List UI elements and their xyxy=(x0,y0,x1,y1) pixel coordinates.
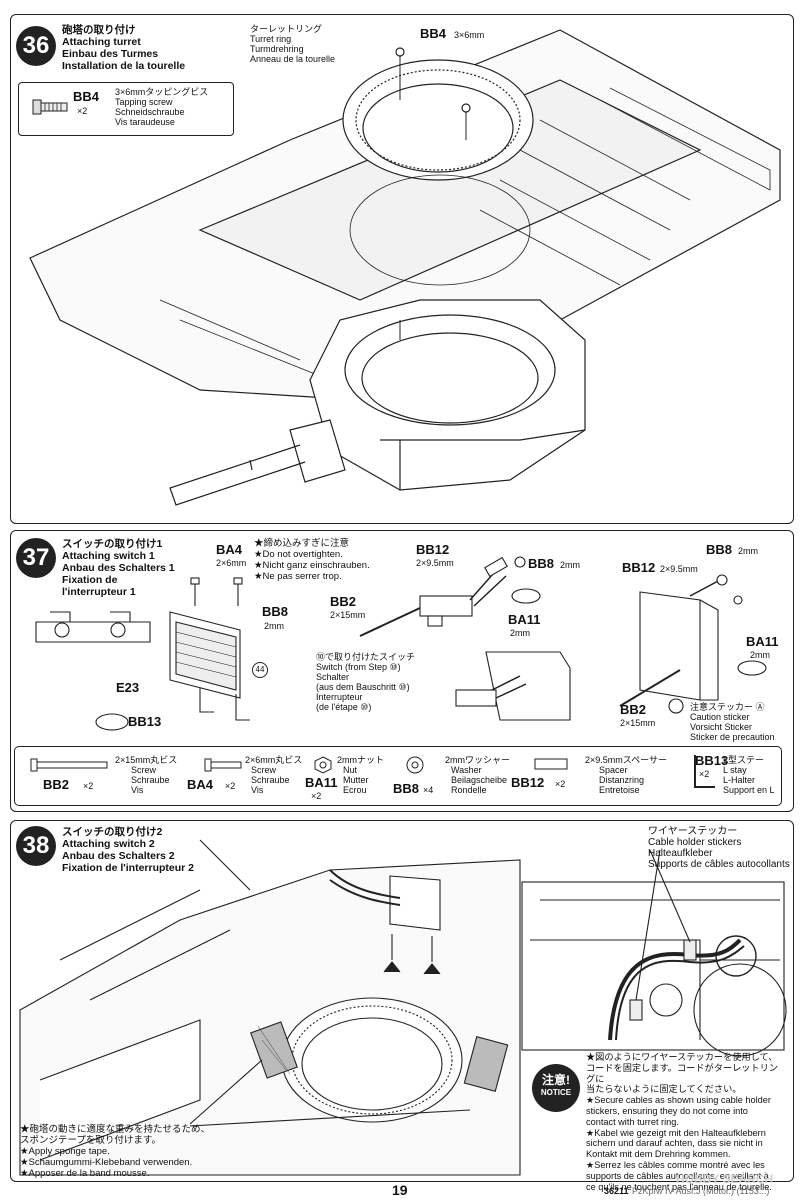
bb8-left-size: 2mm xyxy=(264,621,284,631)
parts-ba4-code: BA4 xyxy=(187,777,214,792)
parts-ba4-qty: ×2 xyxy=(225,781,236,791)
ba11-mid-label: BA11 xyxy=(508,612,541,627)
bb2-mid-label: BB2 xyxy=(330,594,357,609)
step-37-number: 37 xyxy=(16,538,56,578)
bb12-mid-label: BB12 xyxy=(416,542,450,557)
bb4-size: 3×6mm xyxy=(454,30,485,40)
parts-ba11-code: BA11 xyxy=(305,775,338,790)
parts-bb12-qty: ×2 xyxy=(555,779,566,789)
parts-bb8-code: BB8 xyxy=(393,781,420,796)
parts-legend-icons xyxy=(30,755,715,788)
bb8-left-label: BB8 xyxy=(262,604,289,619)
ba11-mid-size: 2mm xyxy=(510,628,530,638)
bb12-right-label: BB12 xyxy=(622,560,656,575)
parts-bb13-qty: ×2 xyxy=(699,769,710,779)
parts-ba11-qty: ×2 xyxy=(311,791,322,801)
sponge-tape-note: ★砲塔の動きに適度な重みを持たせるため、スポンジテープを取り付けます。★Appl… xyxy=(20,1124,211,1179)
step-36-number: 36 xyxy=(16,26,56,66)
step-36-drawing xyxy=(29,29,781,506)
footer-title: PzKpfw IV Ausf.J (Motor.) (1153...) xyxy=(632,1186,770,1196)
bb2-right-size: 2×15mm xyxy=(620,718,656,728)
overtighten-warning: ★締め込みすぎに注意★Do not overtighten.★Nicht gan… xyxy=(254,538,370,582)
bb2-mid-size: 2×15mm xyxy=(330,610,366,620)
parts-bb8-qty: ×4 xyxy=(423,785,434,795)
bb12-mid-size: 2×9.5mm xyxy=(416,558,454,568)
page-number: 19 xyxy=(392,1182,408,1198)
ba11-right-label: BA11 xyxy=(746,634,779,649)
bb8-right-label: BB8 xyxy=(706,542,733,557)
bb8-mid-size: 2mm xyxy=(560,560,580,570)
parts-bb2-code: BB2 xyxy=(43,777,70,792)
ref-circle-44: 44 xyxy=(252,662,268,678)
ba4-label: BA4 xyxy=(216,542,243,557)
bb2-right-label: BB2 xyxy=(620,702,647,717)
parts-bb2-qty: ×2 xyxy=(83,781,94,791)
bb4-callout: BB4 xyxy=(420,26,447,41)
bb13-label: BB13 xyxy=(128,714,162,729)
bb12-right-size: 2×9.5mm xyxy=(660,564,698,574)
footer-code: 36211 xyxy=(604,1186,629,1196)
e23-label: E23 xyxy=(116,680,140,695)
parts-box-code: BB4 xyxy=(73,89,100,104)
bb8-right-size: 2mm xyxy=(738,546,758,556)
ba11-right-size: 2mm xyxy=(750,650,770,660)
watermark-logo: HOBBY SEARCH xyxy=(676,1172,774,1186)
ba4-size: 2×6mm xyxy=(216,558,247,568)
cable-securing-note: ★図のようにワイヤーステッカーを使用して、コードを固定します。コードがターレット… xyxy=(586,1052,779,1192)
notice-badge: 注意! NOTICE xyxy=(532,1064,580,1112)
parts-bb13-code: BB13 xyxy=(695,753,729,768)
tapping-screw-icon xyxy=(32,99,68,115)
bb8-mid-label: BB8 xyxy=(528,556,555,571)
parts-box-qty: ×2 xyxy=(77,106,88,116)
step-38-number: 38 xyxy=(16,826,56,866)
parts-bb12-code: BB12 xyxy=(511,775,545,790)
